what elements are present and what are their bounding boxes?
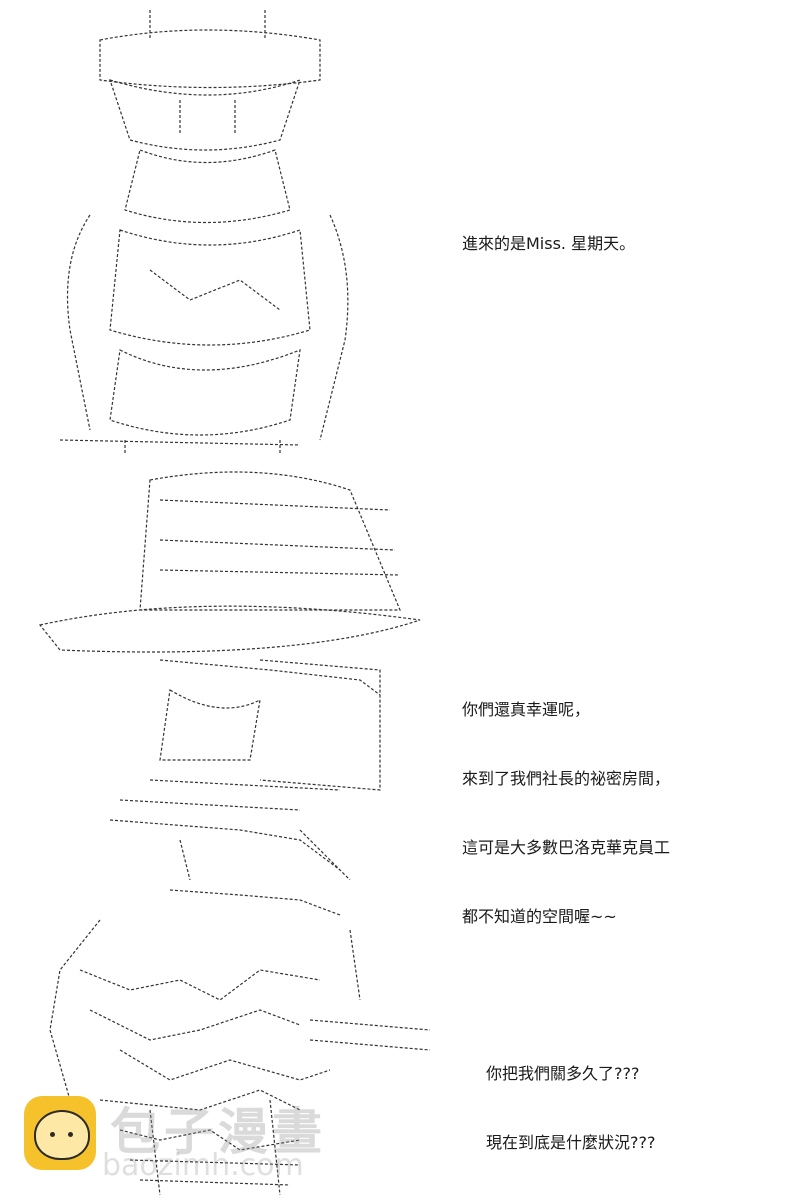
caption-line: 你們還真幸運呢， bbox=[462, 700, 591, 719]
figure-in-cage-drawing bbox=[49, 889, 431, 1196]
ascii-art-panel-1 bbox=[0, 0, 440, 460]
caption-line: 進來的是Miss. 星期天。 bbox=[462, 234, 636, 253]
figure-with-wide-hat-drawing bbox=[38, 471, 421, 880]
watermark-text: 包子漫畫 bbox=[110, 1103, 326, 1161]
figure-with-hat-drawing bbox=[59, 10, 349, 455]
caption-panel-1: 進來的是Miss. 星期天。 bbox=[462, 186, 635, 278]
caption-panel-3: 你把我們關多久了??? 現在到底是什麼狀況??? bbox=[486, 1016, 655, 1177]
caption-line: 你把我們關多久了??? bbox=[486, 1064, 640, 1083]
caption-line: 都不知道的空間喔~~ bbox=[462, 907, 617, 926]
caption-panel-2: 你們還真幸運呢， 來到了我們社長的祕密房間， 這可是大多數巴洛克華克員工 都不知… bbox=[462, 652, 670, 951]
watermark-url: baozimh.com bbox=[102, 1148, 304, 1183]
ascii-art-panel-3 bbox=[0, 880, 440, 1200]
caption-line: 這可是大多數巴洛克華克員工 bbox=[462, 838, 671, 857]
ascii-art-panel-2 bbox=[0, 460, 440, 880]
caption-line: 來到了我們社長的祕密房間， bbox=[462, 769, 671, 788]
caption-line: 現在到底是什麼狀況??? bbox=[486, 1133, 656, 1152]
watermark: 包子漫畫 baozimh.com bbox=[24, 1092, 326, 1183]
bun-mascot-icon bbox=[24, 1096, 96, 1170]
